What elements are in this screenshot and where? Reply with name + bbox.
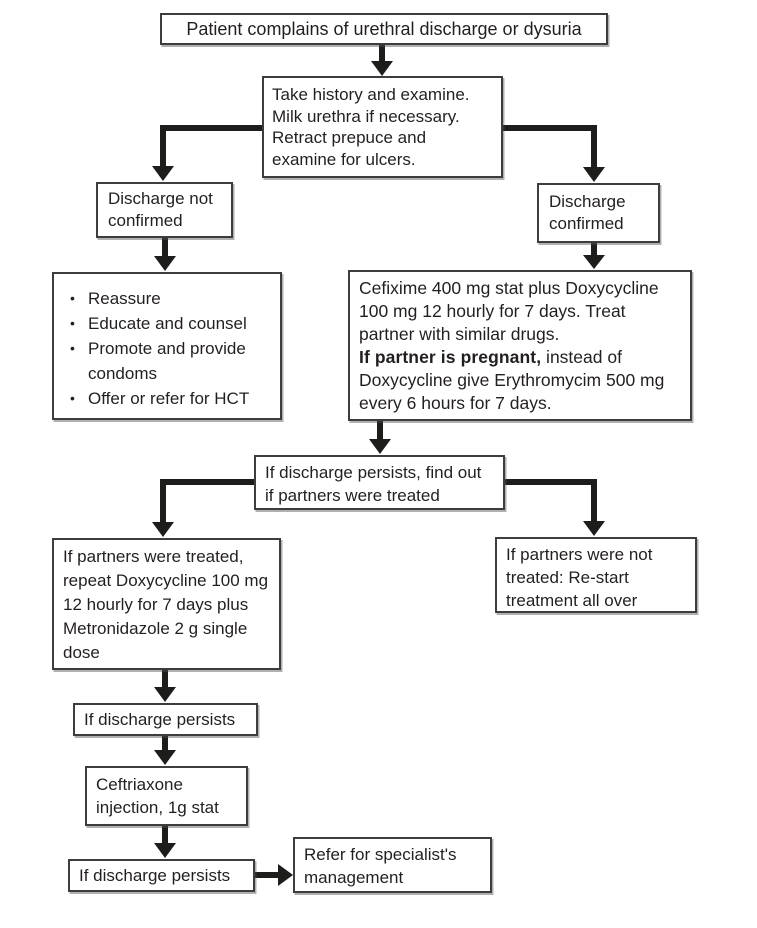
arrow-ceftriaxone-to-persists2 [154,826,176,858]
discharge-confirmed-box: Discharge confirmed [537,183,660,243]
arrow-title-to-history [371,45,393,76]
cefixime-treatment-box: Cefixime 400 mg stat plus Doxycycline 10… [348,270,692,421]
partners-not-treated-box: If partners were not treated: Re-start t… [495,537,697,613]
arrow-history-to-confirmed [503,125,605,182]
arrow-not-confirmed-to-counsel [154,238,176,271]
list-item: Reassure [64,286,272,311]
treatment-text: Cefixime 400 mg stat plus Doxycycline 10… [359,278,659,344]
arrow-check-to-partners-not-treated [505,479,605,536]
arrow-persists1-to-ceftriaxone [154,736,176,765]
list-item: Promote and provide condoms [64,336,272,386]
pregnant-warning-text: If partner is pregnant, [359,347,542,367]
discharge-persists-box-1: If discharge persists [73,703,258,736]
arrow-check-to-partners-treated [152,479,254,537]
list-item: Educate and counsel [64,311,272,336]
treatment-text-continued: instead of Doxycycline give Erythromycim… [359,347,665,413]
list-item: Offer or refer for HCT [64,386,272,411]
refer-specialist-box: Refer for specialist's management [293,837,492,893]
arrow-confirmed-to-treatment [583,243,605,269]
arrow-persists2-to-refer [255,864,293,886]
partners-treated-box: If partners were treated, repeat Doxycyc… [52,538,281,670]
arrow-treatment-to-persists-check [369,421,391,454]
patient-complaint-box: Patient complains of urethral discharge … [160,13,608,45]
ceftriaxone-box: Ceftriaxone injection, 1g stat [85,766,248,826]
discharge-persists-box-2: If discharge persists [68,859,255,892]
take-history-box: Take history and examine. Milk urethra i… [262,76,503,178]
counsel-list: Reassure Educate and counsel Promote and… [64,286,272,411]
discharge-not-confirmed-box: Discharge not confirmed [96,182,233,238]
counsel-box: Reassure Educate and counsel Promote and… [52,272,282,420]
arrow-partners-treated-to-persists1 [154,670,176,702]
arrow-history-to-not-confirmed [152,125,262,181]
discharge-persists-check-box: If discharge persists, find out if partn… [254,455,505,510]
